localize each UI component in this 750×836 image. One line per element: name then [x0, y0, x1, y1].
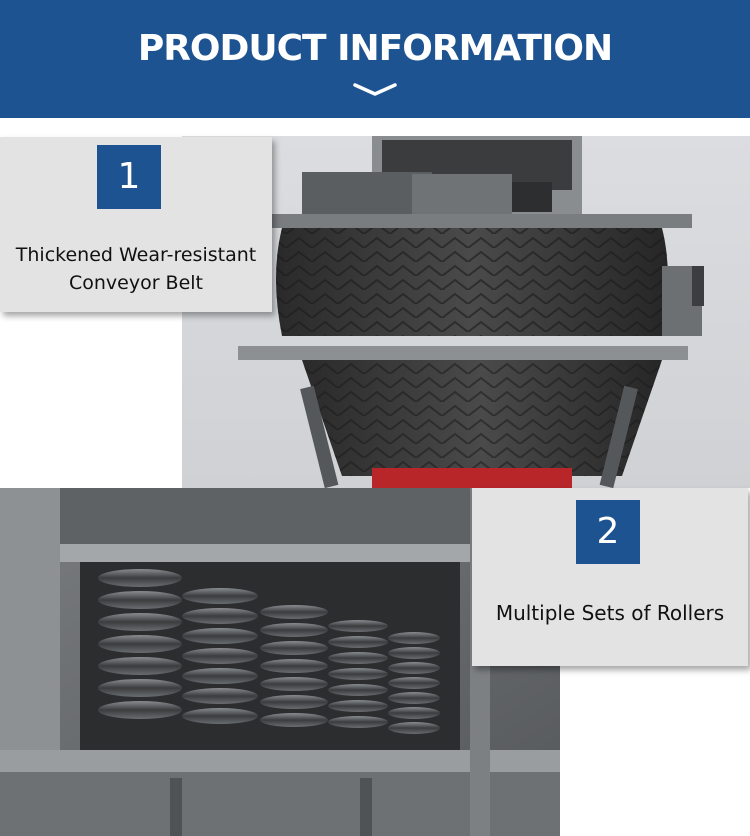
feature-label-line-2: Conveyor Belt [68, 272, 204, 294]
feature-label: Multiple Sets of Rollers [495, 601, 725, 625]
conveyor-belt-photo [182, 136, 750, 488]
feature-label-line-1: Thickened Wear-resistant [15, 244, 257, 266]
section-title: PRODUCT INFORMATION [137, 28, 613, 69]
feature-number-badge: 1 [97, 145, 161, 209]
feature-card-2: 2 Multiple Sets of Rollers [472, 488, 748, 666]
feature-number-badge: 2 [576, 500, 640, 564]
section-header: PRODUCT INFORMATION [0, 0, 750, 118]
chevron-down-icon [353, 83, 397, 96]
feature-card-1: 1 Thickened Wear-resistant Conveyor Belt [0, 137, 272, 312]
feature-label: Thickened Wear-resistant Conveyor Belt [0, 241, 272, 297]
